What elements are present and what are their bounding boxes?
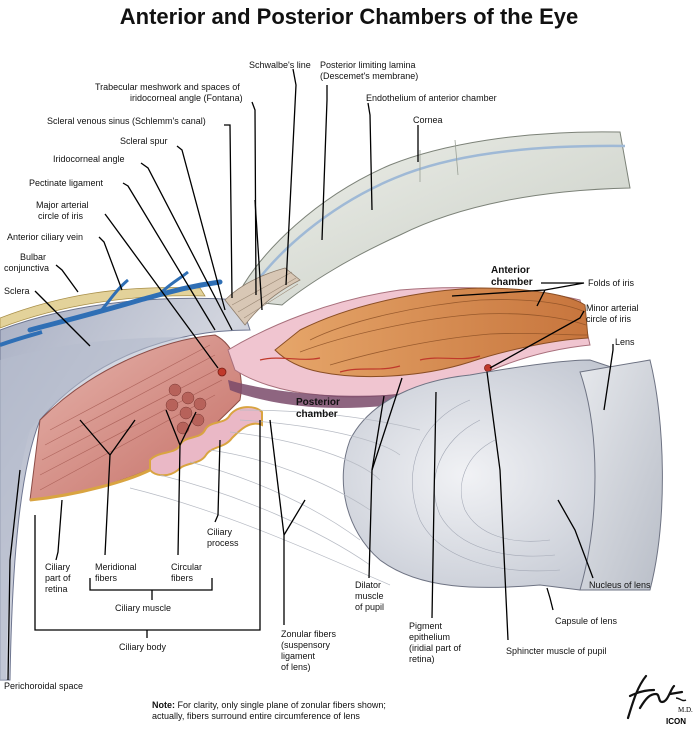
label-scleral-venous-sinus: Scleral venous sinus (Schlemm's canal) bbox=[47, 116, 206, 126]
label-dilator-muscle-2: muscle bbox=[355, 591, 384, 601]
svg-text:M.D.: M.D. bbox=[678, 706, 693, 714]
label-zonular-fibers-2: (suspensory bbox=[281, 640, 331, 650]
label-pigment-epithelium-4: retina) bbox=[409, 654, 435, 664]
label-posterior-chamber: Posterior bbox=[296, 397, 340, 408]
label-anterior-chamber-2: chamber bbox=[491, 277, 533, 288]
label-dilator-muscle-3: of pupil bbox=[355, 602, 384, 612]
label-ciliary-body: Ciliary body bbox=[119, 642, 167, 652]
label-posterior-limiting-lamina: Posterior limiting lamina bbox=[320, 60, 416, 70]
ciliary-process bbox=[149, 406, 263, 477]
label-pigment-epithelium: Pigment bbox=[409, 621, 443, 631]
iris bbox=[217, 287, 591, 408]
label-ciliary-process: Ciliary bbox=[207, 527, 233, 537]
label-scleral-spur: Scleral spur bbox=[120, 136, 168, 146]
bulbar-conjunctiva bbox=[0, 287, 206, 329]
zonular-fibers bbox=[129, 409, 421, 586]
label-folds-of-iris: Folds of iris bbox=[588, 278, 635, 288]
lens bbox=[342, 359, 663, 591]
label-zonular-fibers-4: of lens) bbox=[281, 662, 311, 672]
label-trabecular-meshwork: Trabecular meshwork and spaces of bbox=[95, 82, 240, 92]
label-dilator-muscle: Dilator bbox=[355, 580, 381, 590]
ciliary-part-of-retina bbox=[29, 468, 151, 502]
footnote-prefix: Note: bbox=[152, 700, 175, 710]
label-major-arterial-circle: Major arterial bbox=[36, 200, 89, 210]
label-anterior-chamber: Anterior bbox=[491, 265, 530, 276]
label-iridocorneal-angle-fontana: iridocorneal angle (Fontana) bbox=[130, 93, 243, 103]
label-bulbar-conjunctiva-2: conjunctiva bbox=[4, 263, 49, 273]
label-layer: Schwalbe's line Posterior limiting lamin… bbox=[4, 60, 651, 691]
label-iridocorneal-angle: Iridocorneal angle bbox=[53, 154, 125, 164]
label-meridional-fibers: Meridional bbox=[95, 562, 137, 572]
label-ciliary-part-of-retina: Ciliary bbox=[45, 562, 71, 572]
label-capsule-of-lens: Capsule of lens bbox=[555, 616, 618, 626]
label-minor-arterial-circle: Minor arterial bbox=[586, 303, 639, 313]
leader-lines bbox=[7, 68, 614, 681]
label-sphincter-muscle: Sphincter muscle of pupil bbox=[506, 646, 607, 656]
label-pectinate-ligament: Pectinate ligament bbox=[29, 178, 104, 188]
label-schwalbes-line: Schwalbe's line bbox=[249, 60, 311, 70]
label-zonular-fibers-3: ligament bbox=[281, 651, 316, 661]
label-lens: Lens bbox=[615, 337, 635, 347]
label-meridional-fibers-2: fibers bbox=[95, 573, 118, 583]
label-circular-fibers: Circular bbox=[171, 562, 202, 572]
label-ciliary-part-of-retina-2: part of bbox=[45, 573, 71, 583]
label-sclera: Sclera bbox=[4, 286, 30, 296]
svg-text:ICON: ICON bbox=[666, 717, 686, 726]
label-cornea: Cornea bbox=[413, 115, 443, 125]
label-major-arterial-circle-2: circle of iris bbox=[38, 211, 84, 221]
label-pigment-epithelium-3: (iridial part of bbox=[409, 643, 462, 653]
label-zonular-fibers: Zonular fibers bbox=[281, 629, 337, 639]
label-ciliary-process-2: process bbox=[207, 538, 239, 548]
trabecular-meshwork bbox=[224, 267, 301, 326]
footnote: Note: For clarity, only single plane of … bbox=[152, 700, 482, 722]
cornea bbox=[234, 131, 631, 306]
label-descemets-membrane: (Descemet's membrane) bbox=[320, 71, 418, 81]
signature-lettering: M.D. ICON bbox=[666, 706, 693, 726]
netter-signature-logo: M.D. ICON bbox=[626, 674, 693, 726]
label-posterior-chamber-2: chamber bbox=[296, 409, 338, 420]
label-anterior-ciliary-vein: Anterior ciliary vein bbox=[7, 232, 83, 242]
ciliary-body bbox=[29, 334, 242, 501]
footnote-line-1: For clarity, only single plane of zonula… bbox=[175, 700, 386, 710]
label-pigment-epithelium-2: epithelium bbox=[409, 632, 450, 642]
label-minor-arterial-circle-2: circle of iris bbox=[586, 314, 632, 324]
label-nucleus-of-lens: Nucleus of lens bbox=[589, 580, 651, 590]
label-circular-fibers-2: fibers bbox=[171, 573, 194, 583]
page-title: Anterior and Posterior Chambers of the E… bbox=[119, 4, 579, 29]
label-ciliary-muscle: Ciliary muscle bbox=[115, 603, 171, 613]
label-bulbar-conjunctiva: Bulbar bbox=[20, 252, 46, 262]
footnote-line-2: actually, fibers surround entire circumf… bbox=[152, 711, 360, 721]
label-endothelium: Endothelium of anterior chamber bbox=[366, 93, 497, 103]
label-ciliary-part-of-retina-3: retina bbox=[45, 584, 68, 594]
label-perichoroidal-space: Perichoroidal space bbox=[4, 681, 83, 691]
